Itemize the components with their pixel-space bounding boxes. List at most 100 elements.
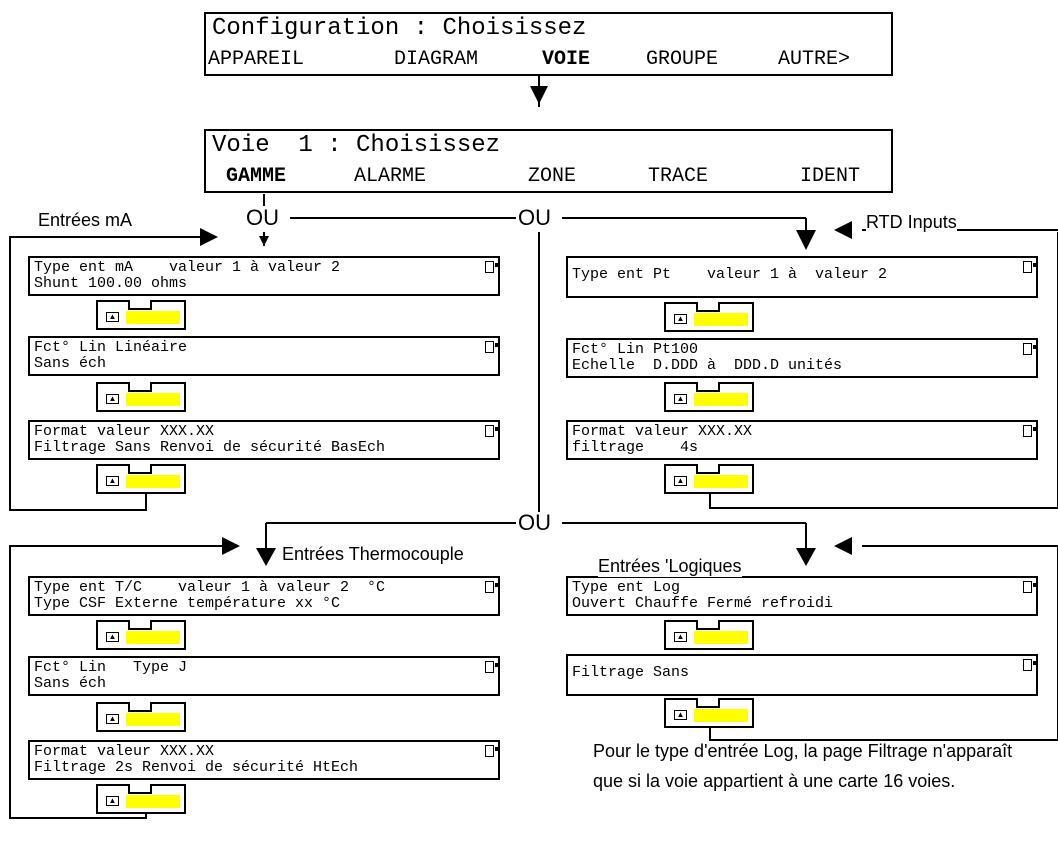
ou-label-lower: OU — [516, 510, 553, 535]
menu-item-alarme[interactable]: ALARME — [354, 165, 427, 188]
edit-softkey[interactable]: ▲ — [96, 784, 186, 814]
page-icon — [485, 661, 499, 673]
edit-icon: ▲ — [106, 796, 119, 806]
ou-label-center: OU — [516, 205, 553, 230]
edit-softkey[interactable]: ▲ — [96, 464, 186, 494]
param-page-ma-format: Format valeur XXX.XX Filtrage Sans Renvo… — [28, 420, 500, 460]
softkey-highlight — [694, 393, 748, 406]
param-page-ma-fct-lin: Fct° Lin Linéaire Sans éch — [28, 336, 500, 376]
param-line: Type ent Log — [572, 579, 681, 596]
softkey-highlight — [694, 709, 748, 722]
param-line: Ouvert Chauffe Fermé refroidi — [572, 595, 834, 612]
softkey-notch — [696, 302, 720, 312]
param-line: Fct° Lin Pt100 — [572, 341, 699, 358]
softkey-notch — [696, 620, 720, 630]
softkey-highlight — [126, 475, 180, 488]
menu-item-trace[interactable]: TRACE — [648, 165, 709, 188]
menu-item-ident[interactable]: IDENT — [800, 165, 861, 188]
edit-softkey[interactable]: ▲ — [664, 302, 754, 332]
menu-item-diagram[interactable]: DIAGRAM — [394, 48, 479, 71]
param-line: Type ent mA valeur 1 à valeur 2 — [34, 259, 341, 276]
configuration-menu-title: Configuration : Choisissez — [212, 15, 587, 42]
voie-menu-title: Voie 1 : Choisissez — [212, 132, 501, 159]
softkey-highlight — [126, 631, 180, 644]
edit-softkey[interactable]: ▲ — [664, 620, 754, 650]
edit-icon: ▲ — [674, 632, 687, 642]
edit-icon: ▲ — [674, 394, 687, 404]
page-icon — [485, 745, 499, 757]
param-page-rtd-fct-lin: Fct° Lin Pt100 Echelle D.DDD à DDD.D uni… — [566, 338, 1038, 378]
page-icon — [1023, 261, 1037, 273]
label-entrees-logiques: Entrées 'Logiques — [598, 555, 742, 577]
param-line: Filtrage 2s Renvoi de sécurité HtEch — [34, 759, 359, 776]
menu-item-autre[interactable]: AUTRE> — [778, 48, 851, 71]
softkey-notch — [128, 300, 152, 310]
edit-softkey[interactable]: ▲ — [96, 382, 186, 412]
softkey-notch — [128, 620, 152, 630]
softkey-highlight — [694, 631, 748, 644]
edit-icon: ▲ — [674, 476, 687, 486]
label-entrees-ma: Entrées mA — [38, 209, 133, 231]
softkey-notch — [128, 784, 152, 794]
param-line: Filtrage Sans — [572, 664, 690, 681]
edit-icon: ▲ — [106, 394, 119, 404]
edit-softkey[interactable]: ▲ — [664, 464, 754, 494]
page-icon — [1023, 425, 1037, 437]
softkey-highlight — [126, 713, 180, 726]
label-entrees-thermocouple: Entrées Thermocouple — [282, 543, 464, 565]
edit-icon: ▲ — [106, 632, 119, 642]
voie-menu: Voie 1 : Choisissez GAMME ALARME ZONE TR… — [204, 129, 893, 193]
param-line: Fct° Lin Type J — [34, 659, 188, 676]
configuration-menu: Configuration : Choisissez APPAREIL DIAG… — [204, 12, 893, 76]
softkey-notch — [128, 382, 152, 392]
edit-softkey[interactable]: ▲ — [96, 620, 186, 650]
menu-item-gamme[interactable]: GAMME — [226, 165, 287, 188]
param-page-ma-type: Type ent mA valeur 1 à valeur 2 Shunt 10… — [28, 256, 500, 296]
edit-softkey[interactable]: ▲ — [96, 702, 186, 732]
menu-item-voie[interactable]: VOIE — [542, 48, 591, 71]
softkey-notch — [696, 464, 720, 474]
param-page-rtd-type: Type ent Pt valeur 1 à valeur 2 — [566, 256, 1038, 298]
softkey-notch — [128, 702, 152, 712]
param-line: Format valeur XXX.XX — [34, 423, 215, 440]
edit-softkey[interactable]: ▲ — [664, 382, 754, 412]
edit-softkey[interactable]: ▲ — [96, 300, 186, 330]
page-icon — [1023, 581, 1037, 593]
menu-item-appareil[interactable]: APPAREIL — [208, 48, 305, 71]
param-line: Shunt 100.00 ohms — [34, 275, 188, 292]
softkey-highlight — [126, 393, 180, 406]
page-icon — [485, 581, 499, 593]
param-line: Echelle D.DDD à DDD.D unités — [572, 357, 843, 374]
softkey-notch — [696, 698, 720, 708]
param-line: Fct° Lin Linéaire — [34, 339, 188, 356]
page-icon — [1023, 343, 1037, 355]
ou-label-left: OU — [244, 205, 281, 230]
softkey-highlight — [694, 475, 748, 488]
label-rtd-inputs: RTD Inputs — [866, 211, 957, 233]
param-line: filtrage 4s — [572, 439, 699, 456]
menu-item-zone[interactable]: ZONE — [528, 165, 577, 188]
param-page-tc-format: Format valeur XXX.XX Filtrage 2s Renvoi … — [28, 740, 500, 780]
param-line: Type ent Pt valeur 1 à valeur 2 — [572, 266, 888, 283]
param-page-tc-type: Type ent T/C valeur 1 à valeur 2 °C Type… — [28, 576, 500, 616]
edit-softkey[interactable]: ▲ — [664, 698, 754, 728]
param-line: Type ent T/C valeur 1 à valeur 2 °C — [34, 579, 386, 596]
param-page-log-type: Type ent Log Ouvert Chauffe Fermé refroi… — [566, 576, 1038, 616]
edit-icon: ▲ — [106, 714, 119, 724]
page-icon — [485, 425, 499, 437]
softkey-highlight — [694, 313, 748, 326]
edit-icon: ▲ — [106, 476, 119, 486]
edit-icon: ▲ — [106, 312, 119, 322]
param-page-rtd-format: Format valeur XXX.XX filtrage 4s — [566, 420, 1038, 460]
menu-item-groupe[interactable]: GROUPE — [646, 48, 719, 71]
param-line: Sans éch — [34, 355, 107, 372]
softkey-highlight — [126, 311, 180, 324]
softkey-highlight — [126, 795, 180, 808]
log-filtrage-note: Pour le type d'entrée Log, la page Filtr… — [593, 741, 1013, 791]
param-page-tc-fct-lin: Fct° Lin Type J Sans éch — [28, 656, 500, 696]
page-icon — [485, 261, 499, 273]
param-line: Format valeur XXX.XX — [34, 743, 215, 760]
page-icon — [485, 341, 499, 353]
param-line: Type CSF Externe température xx °C — [34, 595, 341, 612]
param-line: Filtrage Sans Renvoi de sécurité BasEch — [34, 439, 386, 456]
